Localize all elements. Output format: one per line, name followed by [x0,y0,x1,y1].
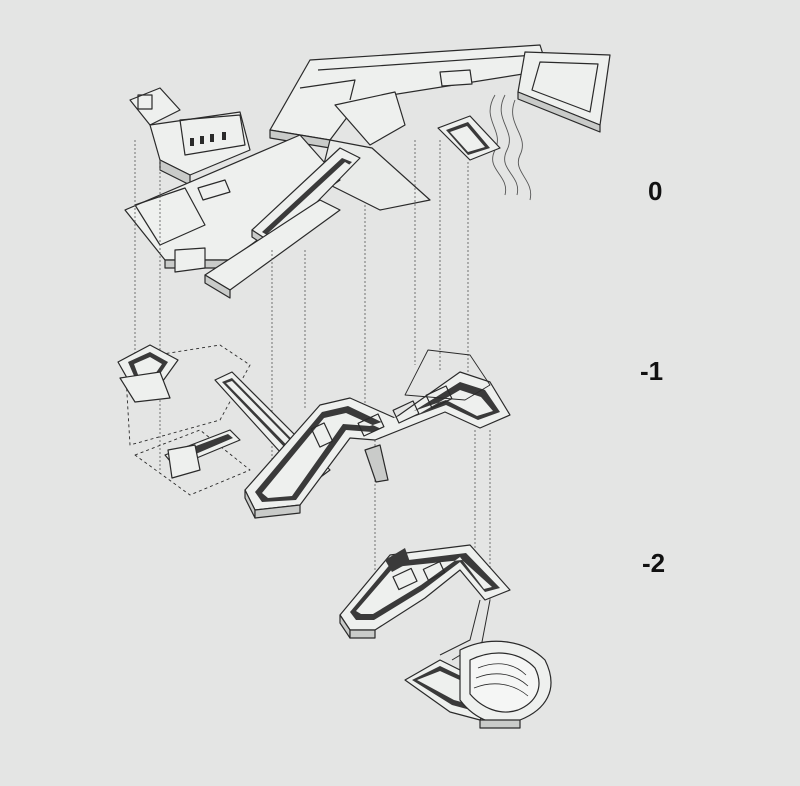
level-label-minus-1: -1 [640,356,664,386]
level-minus-2-plan [339,544,552,729]
level-0-plan [124,44,611,299]
level-label-0: 0 [648,176,663,206]
level-label-minus-2: -2 [642,548,666,578]
projection-lines [134,140,491,600]
level-minus-1-plan [117,344,511,519]
